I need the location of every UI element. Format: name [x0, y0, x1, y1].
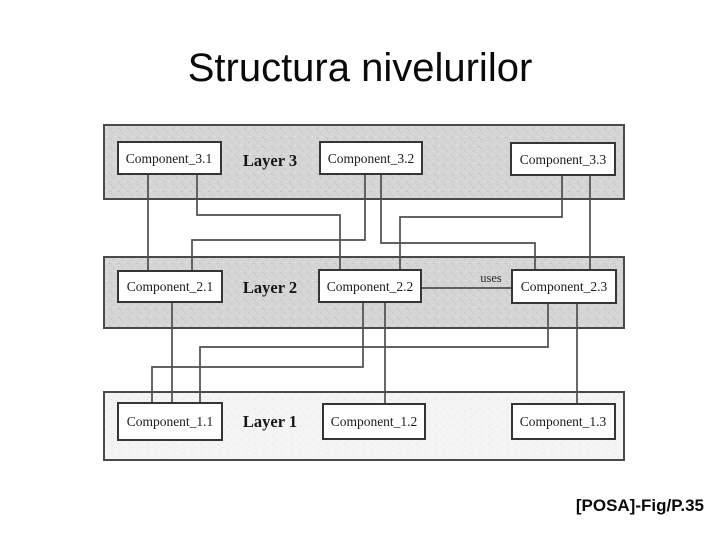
- connector-c23-c11: [199, 303, 549, 403]
- component-3-2-label: Component_3.2: [328, 151, 415, 166]
- component-3-1-label: Component_3.1: [126, 151, 213, 166]
- component-3-3-label: Component_3.3: [520, 152, 607, 167]
- component-2-1-box: [117, 270, 223, 303]
- layer-3-label: Layer 3: [243, 151, 297, 170]
- connector-c31-c22: [196, 174, 341, 270]
- component-2-2-box: [318, 269, 422, 303]
- component-2-3-label: Component_2.3: [521, 279, 608, 294]
- component-1-1-label: Component_1.1: [127, 414, 214, 429]
- connector-c32-c21: [191, 174, 366, 271]
- component-2-3-box: [511, 269, 617, 304]
- component-3-3-box: [510, 142, 616, 176]
- layer-2-label: Layer 2: [243, 278, 297, 297]
- component-1-3-label: Component_1.3: [520, 414, 607, 429]
- component-2-1-label: Component_2.1: [127, 279, 214, 294]
- component-1-1-box: [117, 402, 223, 441]
- uses-label: uses: [480, 271, 502, 285]
- component-1-2-box: [322, 403, 426, 440]
- connector-c22-c11: [151, 302, 364, 403]
- component-2-2-label: Component_2.2: [327, 279, 414, 294]
- component-3-1-box: [117, 141, 222, 175]
- layer-1-label: Layer 1: [243, 412, 297, 431]
- connector-c33-c22: [399, 176, 563, 270]
- component-3-2-box: [319, 141, 423, 175]
- connector-c32-c23: [380, 174, 536, 270]
- component-1-3-box: [511, 403, 616, 440]
- slide-caption: [POSA]-Fig/P.35: [575, 496, 704, 515]
- component-1-2-label: Component_1.2: [331, 414, 418, 429]
- slide-title: Structura nivelurilor: [187, 46, 533, 90]
